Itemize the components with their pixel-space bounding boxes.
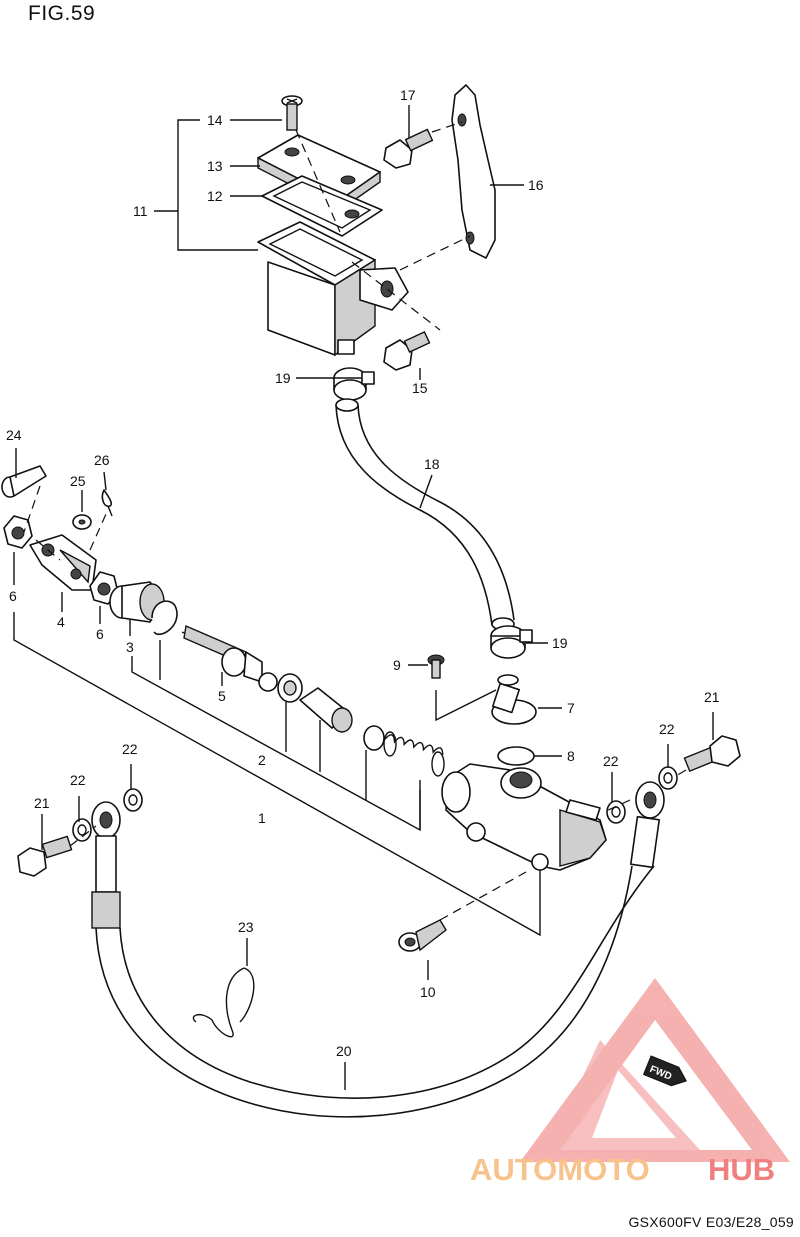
washer-22a-part bbox=[123, 788, 143, 812]
push-rod-5-part bbox=[181, 625, 278, 692]
clamp-19b-part bbox=[490, 625, 533, 659]
callout-20: 20 bbox=[336, 1043, 352, 1059]
callout-9: 9 bbox=[393, 657, 401, 673]
hose-connector-7-part bbox=[491, 674, 537, 725]
dashed-leaders bbox=[23, 121, 687, 921]
callout-1: 1 bbox=[258, 810, 266, 826]
callout-13: 13 bbox=[207, 158, 223, 174]
callout-15: 15 bbox=[412, 380, 428, 396]
leader-lines bbox=[13, 105, 714, 1090]
callout-11: 11 bbox=[133, 203, 148, 219]
callout-22c: 22 bbox=[603, 753, 619, 769]
callout-8: 8 bbox=[567, 748, 575, 764]
snap-ring-part bbox=[151, 600, 178, 635]
callout-18: 18 bbox=[424, 456, 440, 472]
callout-17: 17 bbox=[400, 87, 416, 103]
washer-22b-part bbox=[72, 818, 92, 842]
callout-12: 12 bbox=[207, 188, 223, 204]
callout-16: 16 bbox=[528, 177, 544, 193]
callout-6b: 6 bbox=[96, 626, 104, 642]
washer-22c-part bbox=[606, 800, 626, 824]
callout-10: 10 bbox=[420, 984, 436, 1000]
secondary-seal-part bbox=[363, 725, 385, 751]
piston-part bbox=[299, 687, 353, 733]
callout-5: 5 bbox=[218, 688, 226, 704]
union-bolt-21a-part bbox=[17, 835, 73, 877]
reservoir-hose-18-part bbox=[335, 398, 515, 631]
clamp-19a-part bbox=[333, 367, 375, 401]
callout-19b: 19 bbox=[552, 635, 568, 651]
screw-14-part bbox=[281, 95, 303, 131]
callout-21b: 21 bbox=[704, 689, 720, 705]
bolt-24-part bbox=[1, 465, 47, 498]
callout-22d: 22 bbox=[659, 721, 675, 737]
callout-25: 25 bbox=[70, 473, 86, 489]
oring-8-part bbox=[497, 746, 535, 766]
callout-6a: 6 bbox=[9, 588, 17, 604]
bolt-17-part bbox=[383, 128, 434, 169]
callout-7: 7 bbox=[567, 700, 575, 716]
fwd-direction-badge: FWD bbox=[642, 1055, 687, 1087]
callout-26: 26 bbox=[94, 452, 110, 468]
union-bolt-21b-part bbox=[683, 735, 741, 773]
reservoir-assembly bbox=[257, 84, 496, 401]
callout-19a: 19 bbox=[275, 370, 291, 386]
cotter-pin-26-part bbox=[101, 489, 113, 508]
callout-22b: 22 bbox=[122, 741, 138, 757]
callout-21a: 21 bbox=[34, 795, 50, 811]
washer-22d-part bbox=[658, 766, 678, 790]
callout-24: 24 bbox=[6, 427, 22, 443]
callout-3: 3 bbox=[126, 639, 134, 655]
callout-23: 23 bbox=[238, 919, 254, 935]
callout-22a: 22 bbox=[70, 772, 86, 788]
watermark-part2: HUB bbox=[708, 1152, 775, 1187]
reservoir-body-11-part bbox=[257, 221, 409, 357]
callout-14: 14 bbox=[207, 112, 223, 128]
bolt-15-part bbox=[383, 330, 431, 371]
hose-clip-23-part bbox=[192, 967, 255, 1038]
bracket-16-part bbox=[451, 84, 496, 259]
part-number-labels: 1 2 3 4 5 6 6 7 8 9 10 11 12 13 14 15 16… bbox=[6, 87, 720, 1059]
figure-title: FIG.59 bbox=[28, 2, 96, 25]
watermark-part1: AUTOMOTO bbox=[470, 1152, 650, 1187]
clevis-group bbox=[1, 465, 278, 692]
master-cylinder-body bbox=[441, 763, 607, 871]
callout-4: 4 bbox=[57, 614, 65, 630]
bolt-10-part bbox=[398, 919, 447, 952]
piston-parts bbox=[277, 673, 445, 777]
screw-9-part bbox=[427, 654, 445, 679]
spring-part bbox=[383, 731, 445, 777]
watermark-text: AUTOMOTO HUB bbox=[470, 1152, 775, 1187]
figure-code: GSX600FV E03/E28_059 bbox=[628, 1214, 794, 1230]
callout-2: 2 bbox=[258, 752, 266, 768]
clutch-hose-20-part bbox=[91, 781, 665, 1118]
